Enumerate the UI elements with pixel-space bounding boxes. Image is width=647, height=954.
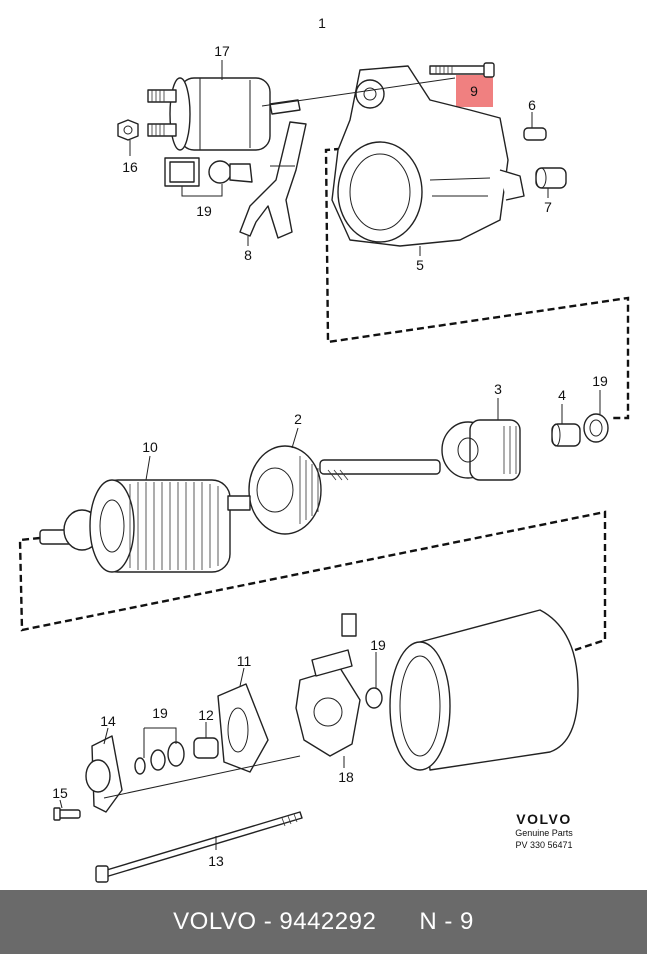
callout-18: 18 — [338, 769, 354, 785]
part-yoke — [389, 609, 579, 771]
assembly-path-middle — [18, 510, 607, 652]
part-4-stop-ring — [551, 423, 581, 447]
part-19-upper — [164, 157, 253, 187]
starter-motor-exploded-diagram: 1 17 9 6 16 19 7 8 5 3 4 19 2 10 19 11 1… — [18, 15, 630, 883]
brand-code: PV 330 56471 — [515, 840, 572, 850]
callout-12: 12 — [198, 707, 214, 723]
callout-16: 16 — [122, 159, 138, 175]
footer-bar: VOLVO - 9442292 N - 9 — [0, 890, 647, 954]
callout-3: 3 — [494, 381, 502, 397]
part-14-end-cap — [85, 735, 123, 813]
callout-6: 6 — [528, 97, 536, 113]
part-12-bushing — [193, 737, 219, 759]
callout-19-right: 19 — [592, 373, 608, 389]
callout-13: 13 — [208, 853, 224, 869]
part-3-pinion-drive — [441, 419, 521, 481]
footer-gap — [376, 908, 419, 936]
volvo-genuine-parts-block: VOLVO Genuine Parts PV 330 56471 — [515, 811, 573, 850]
part-19-lower — [134, 741, 185, 775]
part-10-armature — [39, 479, 251, 573]
callout-14: 14 — [100, 713, 116, 729]
callout-2: 2 — [294, 411, 302, 427]
callout-4: 4 — [558, 387, 566, 403]
part-17-solenoid — [147, 77, 301, 151]
assembly-path-upper — [324, 146, 630, 420]
part-16-nut — [117, 119, 139, 141]
callout-8: 8 — [244, 247, 252, 263]
part-7-bushing — [535, 167, 567, 189]
callout-7: 7 — [544, 199, 552, 215]
leader-lines — [59, 60, 601, 850]
callout-9: 9 — [470, 83, 478, 99]
part-11-end-shield — [217, 683, 269, 773]
callout-19-upper: 19 — [196, 203, 212, 219]
callout-19-lower: 19 — [152, 705, 168, 721]
footer-separator: - — [256, 908, 280, 935]
callout-17: 17 — [214, 43, 230, 59]
footer-part-number: 9442292 — [279, 908, 377, 935]
part-15-screw — [53, 807, 81, 821]
callout-1: 1 — [318, 15, 326, 31]
callout-5: 5 — [416, 257, 424, 273]
part-5-drive-end-housing — [331, 65, 525, 247]
part-6-bushing — [523, 127, 547, 141]
part-13-through-bolt — [95, 811, 303, 883]
callout-labels: 1 17 9 6 16 19 7 8 5 3 4 19 2 10 19 11 1… — [52, 15, 608, 869]
highlight-box-9 — [456, 75, 493, 107]
footer-reference: N - 9 — [419, 908, 474, 935]
part-8-shift-fork — [239, 121, 307, 239]
footer-brand: VOLVO — [173, 908, 257, 935]
callout-19-middle: 19 — [370, 637, 386, 653]
part-2-intermediate-bearing — [248, 445, 441, 535]
brand-tagline: Genuine Parts — [515, 828, 573, 838]
callout-10: 10 — [142, 439, 158, 455]
callout-15: 15 — [52, 785, 68, 801]
callout-11: 11 — [237, 653, 252, 669]
brand-name: VOLVO — [516, 811, 571, 827]
part-18-brush-holder — [295, 613, 383, 757]
part-9-bolt — [429, 62, 495, 78]
part-19-right — [583, 413, 609, 443]
